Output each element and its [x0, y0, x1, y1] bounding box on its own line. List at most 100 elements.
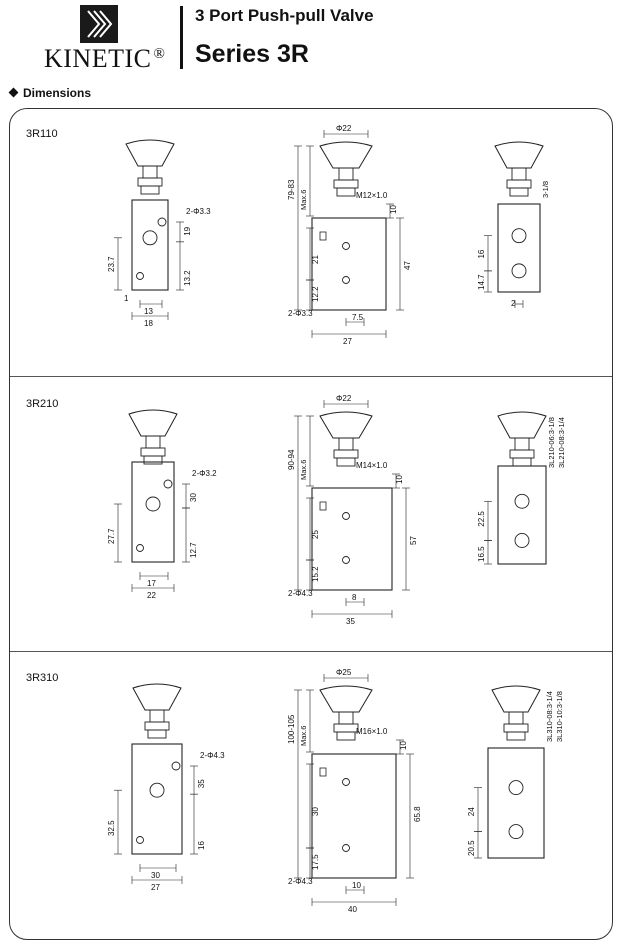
push-knob-icon	[319, 685, 373, 713]
stroke-label: Max.6	[299, 726, 308, 746]
dimension-label: 22.5	[477, 511, 486, 527]
port-label: 2-Φ3.2	[192, 469, 217, 478]
brand-name: KINETIC®	[44, 44, 166, 73]
dimension-label: 10	[399, 741, 408, 750]
push-knob-icon	[319, 411, 373, 439]
push-knob-icon	[491, 685, 541, 713]
dimension-label: 40	[348, 905, 357, 914]
port-label: 2-Φ4.3	[200, 751, 225, 760]
dimension-label: 16	[197, 841, 206, 850]
port-view-drawing: 16 14.7 3-1/8 2	[477, 141, 550, 308]
height-label: 79-83	[287, 179, 296, 200]
dimension-label: 25	[311, 530, 320, 539]
thread-label: M12×1.0	[356, 191, 388, 200]
dimension-label: 17.5	[311, 854, 320, 870]
stroke-label: Max.6	[299, 460, 308, 480]
dimension-label: 20.5	[467, 840, 476, 856]
side-view-drawing: 2-Φ3.3 19 13.2 23.7 13 18 1	[107, 139, 211, 328]
dimension-label: 15.2	[311, 566, 320, 582]
dimension-label: 27.7	[107, 528, 116, 544]
port-spec-label: 3L210-06:3-1/8	[547, 417, 556, 468]
dimension-label: 32.5	[107, 820, 116, 836]
diameter-label: Φ22	[336, 124, 352, 133]
dimension-label: 27	[151, 883, 160, 892]
header-divider	[180, 6, 183, 69]
port-label: 2-Φ4.3	[288, 589, 313, 598]
model-label: 3R210	[26, 398, 59, 410]
diameter-label: Φ22	[336, 394, 352, 403]
dimension-label: 12.2	[311, 286, 320, 302]
dimension-label: 35	[197, 779, 206, 788]
dimension-label: 19	[183, 226, 192, 235]
section-divider	[10, 651, 612, 652]
dimension-label: 10	[352, 881, 361, 890]
page-subtitle: 3 Port Push-pull Valve	[195, 6, 374, 25]
thread-label: M14×1.0	[356, 461, 388, 470]
section-divider	[10, 376, 612, 377]
port-label: 2-Φ3.3	[288, 309, 313, 318]
logo-icon	[80, 5, 118, 43]
stroke-label: Max.6	[299, 190, 308, 210]
thread-label: M16×1.0	[356, 727, 388, 736]
dimension-label: 10	[389, 205, 398, 214]
model-label: 3R110	[26, 128, 58, 140]
port-label: 2-Φ4.3	[288, 877, 313, 886]
push-knob-icon	[132, 683, 182, 711]
dimension-label: 7.5	[352, 313, 364, 322]
dimension-label: 17	[147, 579, 156, 588]
side-view-drawing: 2-Φ3.2 30 12.7 27.7 17 22	[107, 409, 217, 600]
dimensions-frame	[9, 108, 613, 940]
port-spec-label: 3L310-08:3-1/4	[545, 691, 554, 742]
dimension-label: 13.2	[183, 270, 192, 286]
dimension-label: 10	[395, 475, 404, 484]
height-label: 90-94	[287, 449, 296, 470]
port-spec-label: 3-1/8	[541, 181, 550, 198]
dimension-label: 23.7	[107, 256, 116, 272]
push-knob-icon	[497, 411, 547, 439]
side-view-drawing: 2-Φ4.3 35 16 32.5 30 27	[107, 683, 225, 892]
dimension-label: 16	[477, 249, 486, 258]
push-knob-icon	[125, 139, 175, 167]
dimension-label: 30	[151, 871, 160, 880]
dimension-label: 1	[124, 294, 129, 303]
dimension-label: 18	[144, 319, 153, 328]
push-knob-icon	[128, 409, 178, 437]
dimension-label: 27	[343, 337, 352, 346]
dimension-label: 13	[144, 307, 153, 316]
dimension-label: 12.7	[189, 542, 198, 558]
height-label: 100-105	[287, 714, 296, 744]
section-heading: Dimensions	[8, 86, 91, 100]
port-label: 2-Φ3.3	[186, 207, 211, 216]
dimension-label: 35	[346, 617, 355, 626]
model-label: 3R310	[26, 672, 59, 684]
port-spec-label: 3L210-08:3-1/4	[557, 417, 566, 468]
dimension-label: 14.7	[477, 274, 486, 290]
dimension-label: 2	[511, 299, 516, 308]
diameter-label: Φ25	[336, 668, 352, 677]
dimension-label: 47	[403, 261, 412, 270]
port-spec-label: 3L310-10:3-1/8	[555, 691, 564, 742]
dimension-label: 30	[189, 493, 198, 502]
page-title: Series 3R	[195, 40, 309, 68]
dimension-label: 30	[311, 807, 320, 816]
diamond-bullet-icon	[8, 87, 19, 98]
dimension-label: 22	[147, 591, 156, 600]
dimension-label: 57	[409, 536, 418, 545]
dimension-label: 65.8	[413, 806, 422, 822]
dimension-label: 8	[352, 593, 357, 602]
dimension-label: 16.5	[477, 546, 486, 562]
push-knob-icon	[494, 141, 544, 169]
dimension-label: 24	[467, 807, 476, 816]
dimension-label: 21	[311, 255, 320, 264]
